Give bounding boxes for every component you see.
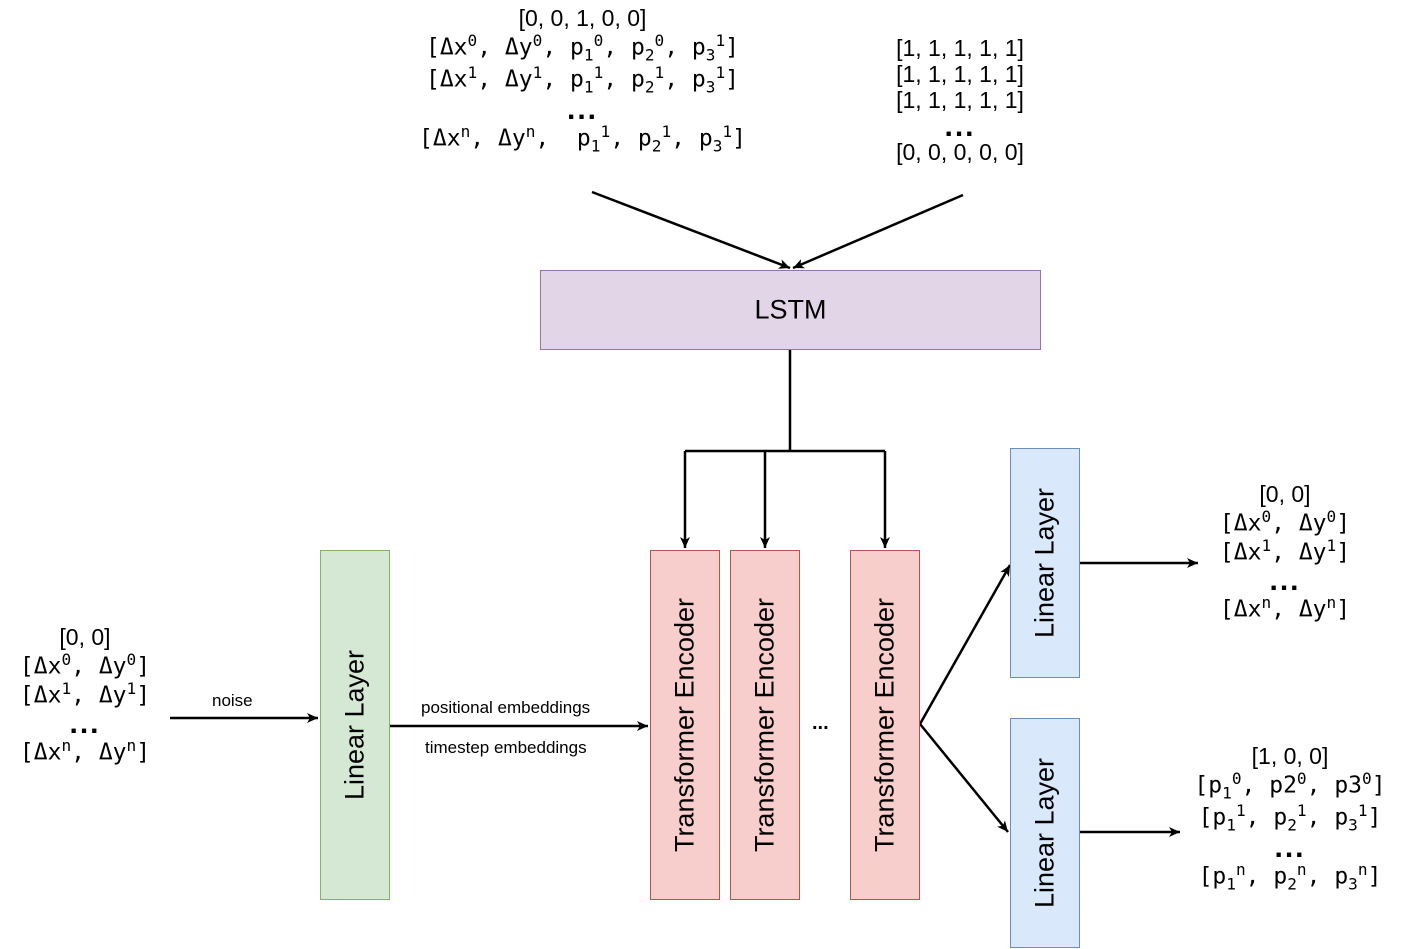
- stroke-input-row-n: [Δxn, Δyn, p11, p21, p31]: [419, 122, 746, 156]
- mask-row-1: [1, 1, 1, 1, 1]: [896, 60, 1024, 87]
- output-offsets-row-n: [Δxn, Δyn]: [1219, 592, 1351, 623]
- output-offsets-dots: ...: [1269, 563, 1301, 597]
- output-linear-layer-label: Linear Layer: [1029, 757, 1060, 909]
- output-linear-layer-xy: Linear Layer: [1010, 448, 1080, 678]
- output-offsets-first-row: [0, 0]: [1259, 481, 1311, 507]
- transformer-encoder-2: Transformer Encoder: [730, 550, 800, 900]
- transformer-encoder-1: Transformer Encoder: [650, 550, 720, 900]
- mask-input-sequence: [1, 1, 1, 1, 1] [1, 1, 1, 1, 1] [1, 1, 1…: [880, 35, 1040, 166]
- output-pen-row-0: [p10, p20, p30]: [1194, 768, 1386, 802]
- output-linear-layer-label: Linear Layer: [1029, 487, 1060, 639]
- mask-row-0: [1, 1, 1, 1, 1]: [896, 35, 1024, 61]
- transformer-encoder-label: Transformer Encoder: [749, 597, 780, 853]
- noisy-input-row-1: [Δx1, Δy1]: [19, 679, 151, 709]
- mask-row-2: [1, 1, 1, 1, 1]: [896, 86, 1024, 113]
- stroke-input-sequence: [0, 0, 1, 0, 0] [Δx0, Δy0, p10, p20, p31…: [400, 5, 765, 156]
- arrow-top-left-to-lstm: [591, 190, 791, 270]
- positional-embeddings-label: positional embeddings: [421, 698, 591, 717]
- noisy-input-row-0: [Δx0, Δy0]: [19, 649, 151, 680]
- noisy-input-dots: ...: [69, 706, 101, 740]
- noisy-input-sequence: [0, 0] [Δx0, Δy0] [Δx1, Δy1] ... [Δxn, Δ…: [10, 624, 160, 766]
- timestep-embeddings-label: timestep embeddings: [425, 738, 587, 757]
- transformer-encoder-label: Transformer Encoder: [669, 597, 700, 853]
- output-offsets-row-0: [Δx0, Δy0]: [1219, 506, 1351, 537]
- encoder-ellipsis: ...: [812, 712, 829, 734]
- input-linear-layer: Linear Layer: [320, 550, 390, 900]
- stroke-input-row-1: [Δx1, Δy1, p11, p21, p31]: [425, 63, 740, 97]
- lstm-block: LSTM: [540, 270, 1041, 350]
- output-pen-dots: ...: [1274, 831, 1306, 865]
- output-linear-layer-p: Linear Layer: [1010, 718, 1080, 948]
- input-linear-layer-label: Linear Layer: [339, 649, 370, 801]
- transformer-encoder-3: Transformer Encoder: [850, 550, 920, 900]
- output-pen-row-1: [p11, p21, p31]: [1198, 801, 1382, 835]
- output-pen-states-sequence: [1, 0, 0] [p10, p20, p30] [p11, p21, p31…: [1180, 743, 1400, 894]
- transformer-encoder-label: Transformer Encoder: [869, 597, 900, 853]
- arrow-to-linear-xy: [918, 564, 1012, 725]
- output-offsets-row-1: [Δx1, Δy1]: [1219, 536, 1351, 566]
- output-pen-first-row: [1, 0, 0]: [1251, 743, 1329, 769]
- arrow-to-linear-p: [919, 723, 1009, 833]
- stroke-input-dots: ...: [566, 93, 598, 127]
- output-offsets-sequence: [0, 0] [Δx0, Δy0] [Δx1, Δy1] ... [Δxn, Δ…: [1210, 481, 1360, 623]
- mask-dots: ...: [944, 110, 976, 144]
- noisy-input-row-n: [Δxn, Δyn]: [19, 735, 151, 766]
- stroke-input-first-row: [0, 0, 1, 0, 0]: [518, 5, 647, 31]
- stroke-input-row-0: [Δx0, Δy0, p10, p20, p31]: [425, 30, 740, 64]
- noise-label: noise: [212, 691, 253, 710]
- arrow-top-right-to-lstm: [792, 193, 964, 270]
- lstm-label: LSTM: [754, 294, 827, 325]
- output-pen-row-n: [p1n, p2n, p3n]: [1198, 860, 1382, 894]
- mask-row-last: [0, 0, 0, 0, 0]: [896, 139, 1024, 166]
- noisy-input-first-row: [0, 0]: [59, 624, 111, 650]
